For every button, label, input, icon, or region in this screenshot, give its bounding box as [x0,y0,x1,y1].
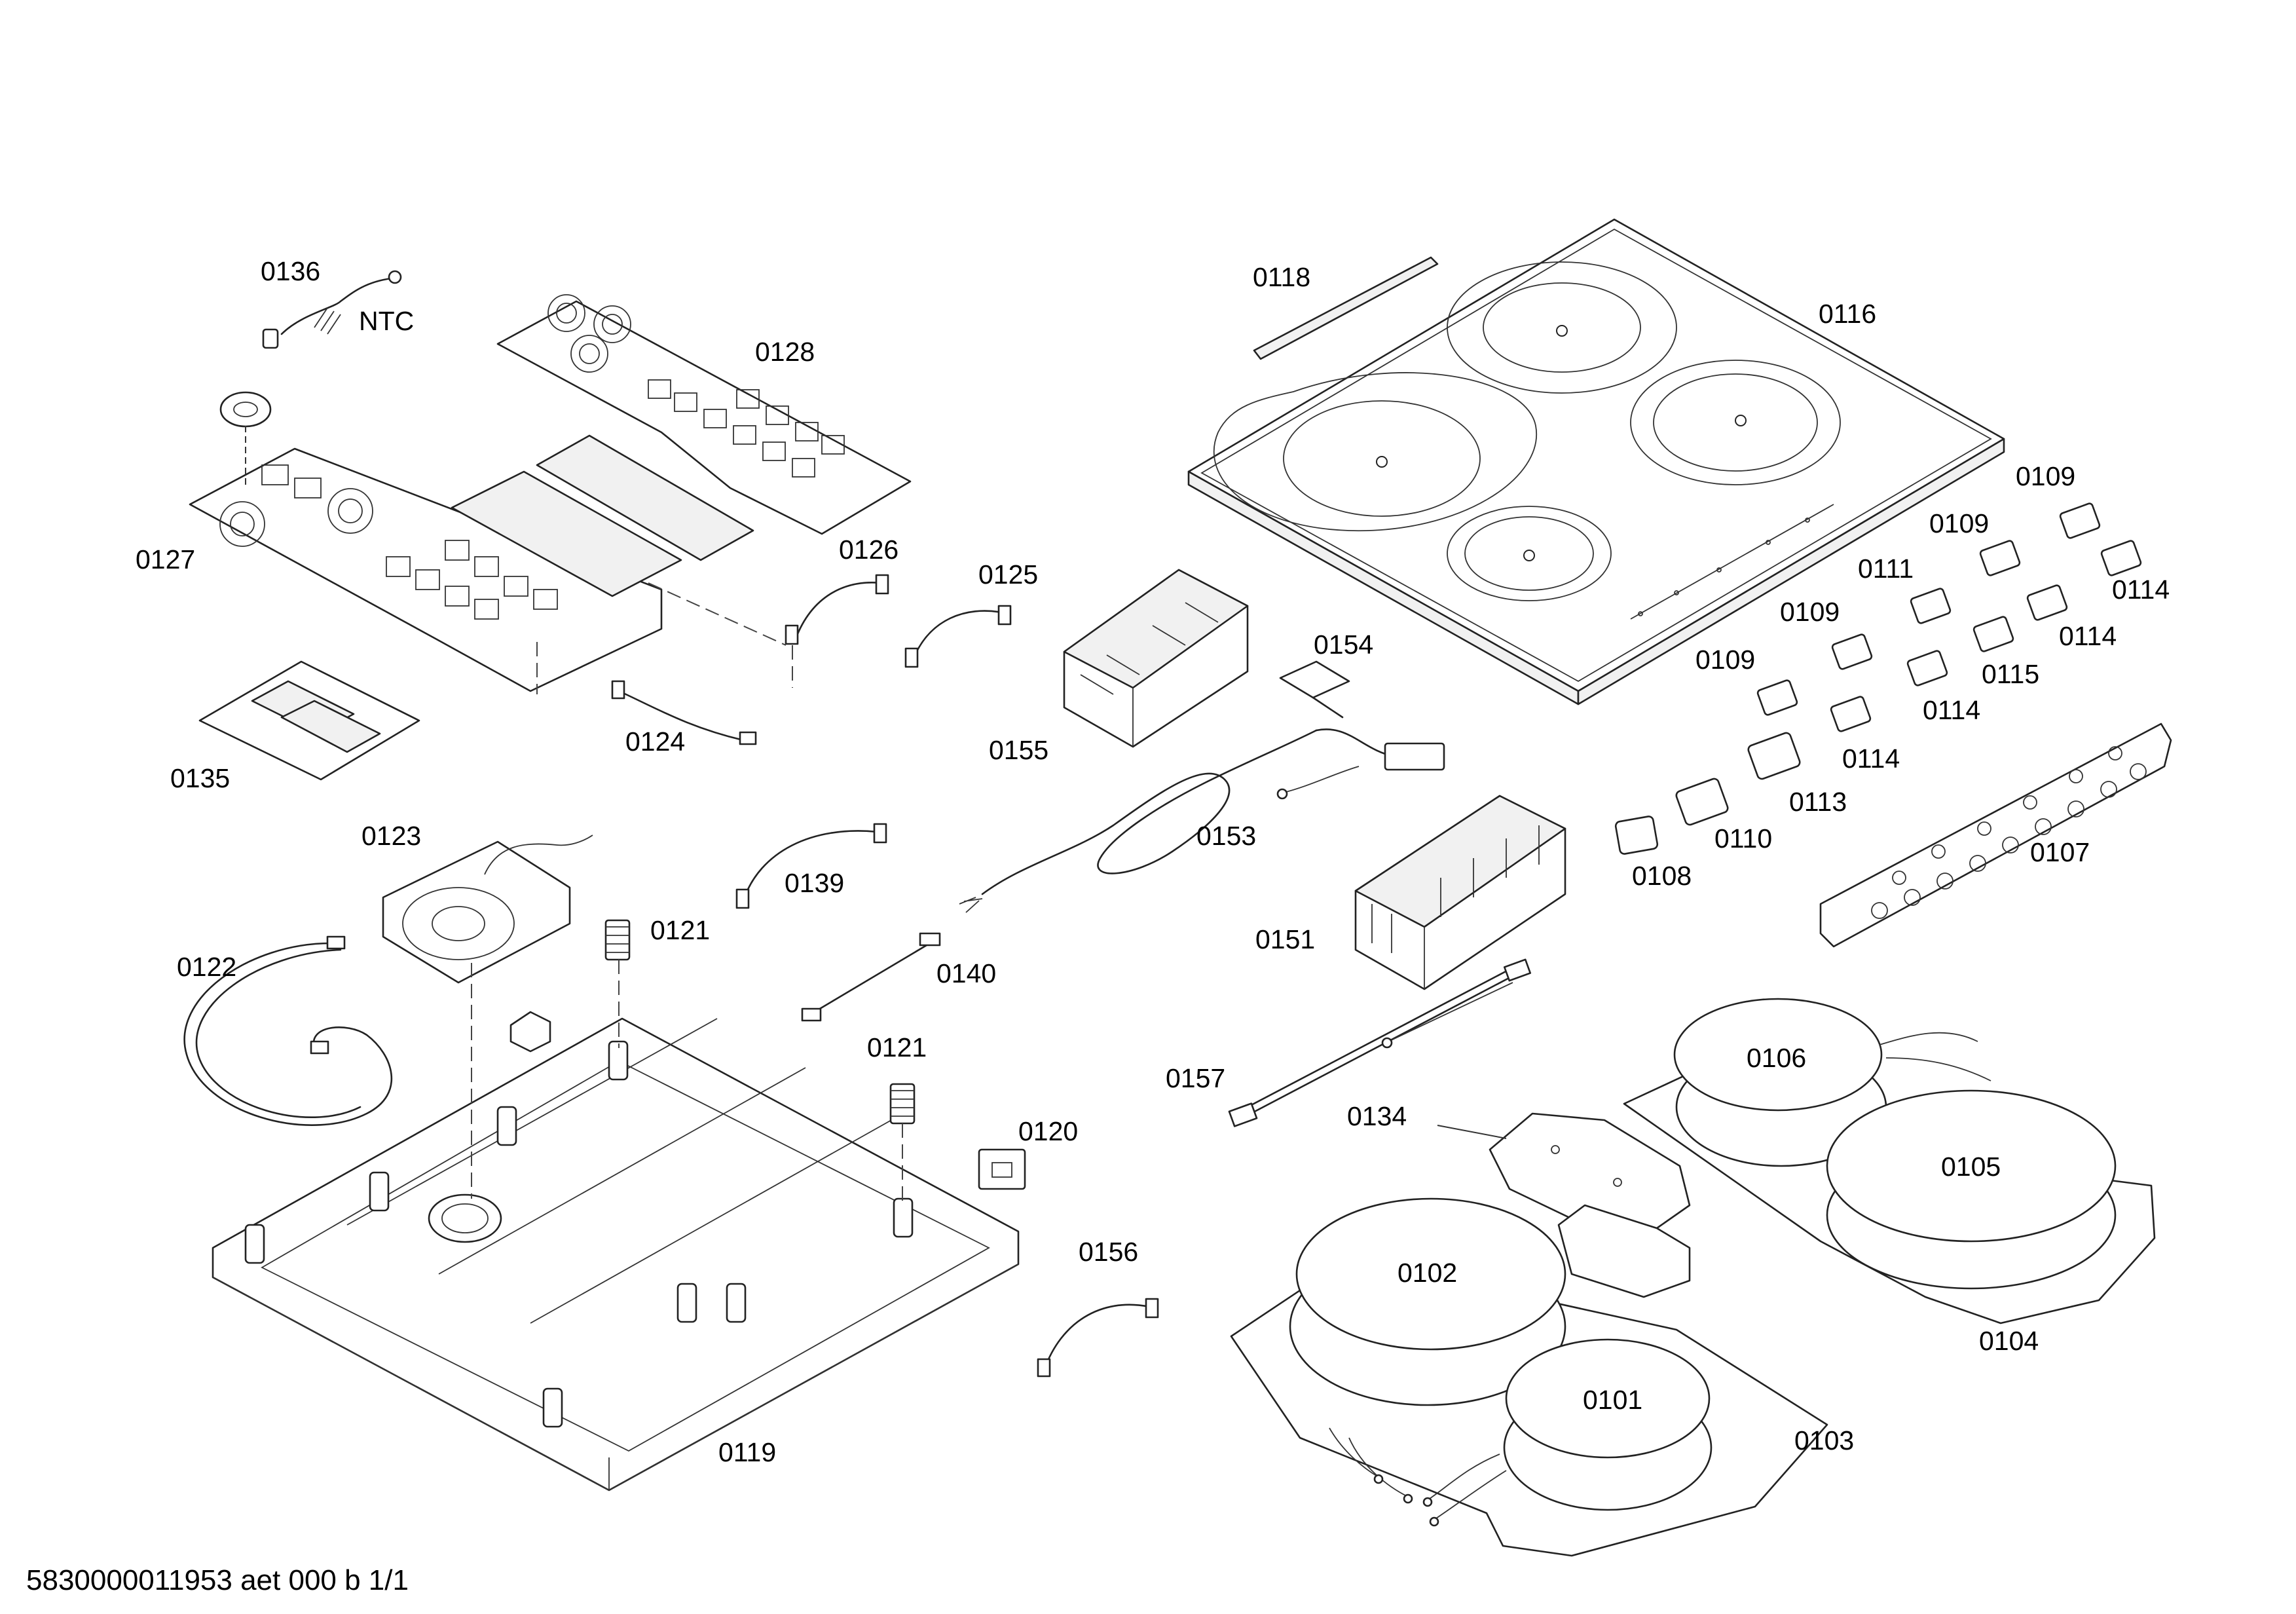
callout-0125: 0125 [978,559,1038,590]
harness-cables [611,574,1532,1378]
callout-0134: 0134 [1347,1101,1407,1131]
spring-0121 [604,919,916,1125]
mains-cord [183,935,393,1126]
callout-0139: 0139 [785,868,844,898]
callout-0123: 0123 [361,821,421,851]
induction-coil-0106 [1673,998,1887,1167]
callout-0103: 0103 [1794,1425,1854,1455]
control-board [1819,723,2172,948]
cooling-fan [382,835,593,984]
filter-board [198,660,420,781]
connector-housing [1063,569,1249,748]
callout-0136: 0136 [261,256,320,286]
callout-0108: 0108 [1632,861,1692,891]
induction-coil-0105 [1826,1089,2117,1290]
callout-0111: 0111 [1858,554,1914,584]
callout-0155: 0155 [989,735,1048,765]
callout-0114-c: 0114 [1923,695,1980,725]
induction-coil-0102 [1289,1197,1566,1406]
bracket [978,1148,1026,1190]
callout-0115: 0115 [1982,659,2039,689]
terminal-block [1354,795,1566,990]
control-keys [1614,502,2142,855]
part-callouts: 0136 NTC 0128 0127 0126 0125 0124 0135 0… [136,256,2170,1467]
callout-0151: 0151 [1255,924,1315,954]
callout-0109-d: 0109 [1695,645,1755,675]
callout-0156: 0156 [1079,1237,1138,1267]
toroid-choke [219,391,272,485]
callout-0126: 0126 [839,535,898,565]
callout-0116: 0116 [1819,299,1876,329]
callout-0109-b: 0109 [1929,508,1989,538]
callout-0118: 0118 [1253,262,1310,292]
callout-0120: 0120 [1018,1116,1078,1146]
callout-0102: 0102 [1398,1258,1457,1288]
cable-clamp [509,1011,551,1053]
drawing-number: 5830000011953 aet 000 b 1/1 [26,1564,409,1596]
mains-cable [959,728,1445,913]
callout-0124: 0124 [625,726,685,757]
callout-0109-a: 0109 [2016,461,2075,491]
relay-holder [1279,660,1350,719]
leader-0134 [1437,1125,1507,1139]
callout-0153: 0153 [1196,821,1256,851]
callout-0110: 0110 [1714,823,1772,854]
callout-0107: 0107 [2030,837,2090,867]
callout-0121-lower: 0121 [867,1032,927,1062]
callout-0114-d: 0114 [1842,743,1900,774]
assembly-lines [471,582,903,1202]
callout-0114-a: 0114 [2112,574,2170,605]
callout-0114-b: 0114 [2059,621,2117,651]
callout-0101: 0101 [1583,1385,1642,1415]
coil-shield-0134 [1489,1112,1691,1298]
induction-coil-0101 [1503,1338,1713,1511]
frame-seal-strip [1253,256,1439,360]
callout-0119: 0119 [718,1437,776,1467]
callout-0121-upper: 0121 [650,915,710,945]
ceramic-glass-top [1187,218,2005,705]
callout-0109-c: 0109 [1780,597,1840,627]
callout-0122: 0122 [177,952,236,982]
callout-0157: 0157 [1166,1063,1225,1093]
callout-0140: 0140 [936,958,996,988]
bottom-housing [212,1017,1020,1492]
ntc-sensor [262,270,402,349]
callout-0154: 0154 [1314,629,1373,660]
callout-0105: 0105 [1941,1152,2001,1182]
power-board-lower [189,447,682,692]
callout-ntc: NTC [359,306,414,336]
callout-0127: 0127 [136,544,195,574]
callout-0113: 0113 [1789,787,1847,817]
power-board-upper [496,294,912,561]
callout-0135: 0135 [170,763,230,793]
coil-wiring [1329,1032,1991,1527]
callout-0106: 0106 [1747,1043,1806,1073]
callout-0104: 0104 [1979,1326,2039,1356]
callout-0128: 0128 [755,337,815,367]
